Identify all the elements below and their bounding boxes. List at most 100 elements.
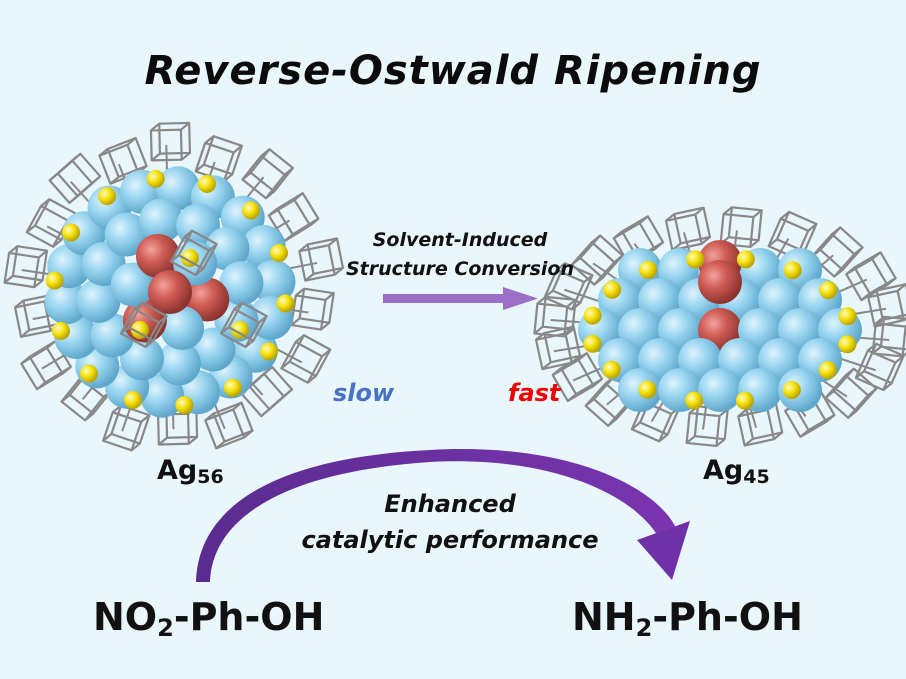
sulfur-atom <box>735 391 754 410</box>
catalysis-label-line1: Enhanced <box>384 490 516 518</box>
adamantane-ligand <box>298 237 345 282</box>
adamantane-ligand <box>241 148 295 200</box>
sulfur-atom <box>276 294 295 313</box>
sulfur-atom <box>231 321 249 339</box>
sulfur-atom <box>259 342 278 361</box>
sulfur-atom <box>818 361 837 380</box>
adamantane-ligand <box>824 367 878 419</box>
silver-atom <box>698 368 742 412</box>
ag45-cluster-structure <box>533 206 906 448</box>
ag56-cluster-structure <box>3 121 345 452</box>
ligand-bond <box>838 357 876 372</box>
sulfur-atom <box>124 391 143 410</box>
core-atom <box>698 260 742 304</box>
adamantane-ligand <box>570 234 624 286</box>
adamantane-ligand <box>290 287 335 331</box>
adamantane-ligand <box>543 262 594 311</box>
product-sub: 2 <box>635 614 653 642</box>
adamantane-ligand <box>280 334 332 384</box>
sulfur-atom <box>197 174 216 193</box>
reactant-main: NO <box>93 595 158 639</box>
ag56-label-sub: 56 <box>197 466 224 488</box>
adamantane-ligand <box>664 206 712 252</box>
silver-atom <box>104 212 149 257</box>
silver-atom <box>191 327 236 372</box>
sulfur-atom <box>583 334 602 353</box>
catalysis-curved-arrow <box>196 449 690 582</box>
conversion-arrow <box>383 287 538 310</box>
sulfur-atom <box>223 378 242 397</box>
sulfur-atom <box>603 280 622 299</box>
reactant-formula: NO2-Ph-OH <box>93 595 324 642</box>
sulfur-atom <box>838 307 857 326</box>
sulfur-atom <box>583 306 602 325</box>
sulfur-atom <box>175 396 194 415</box>
sulfur-atom <box>45 271 64 290</box>
sulfur-atom <box>62 223 81 242</box>
sulfur-atom <box>79 364 98 383</box>
sulfur-atom <box>782 381 801 400</box>
silver-atom <box>160 306 205 351</box>
adamantane-ligand <box>48 152 102 205</box>
catalysis-label-line2: catalytic performance <box>301 526 599 554</box>
adamantane-ligand <box>102 404 151 452</box>
sulfur-atom <box>685 391 704 410</box>
sulfur-atom <box>146 169 165 188</box>
sulfur-atom <box>242 201 261 220</box>
sulfur-atom <box>736 250 755 269</box>
core-atom <box>135 233 180 278</box>
reactant-rest: -Ph-OH <box>173 595 325 639</box>
conversion-label-line1: Solvent-Induced <box>372 229 548 251</box>
sulfur-atom <box>838 335 857 354</box>
ag56-label: Ag56 <box>157 455 224 488</box>
ag45-label-sub: 45 <box>743 466 770 488</box>
silver-atom <box>110 262 155 307</box>
adamantane-ligand <box>149 121 192 162</box>
sulfur-atom <box>181 249 199 267</box>
product-rest: -Ph-OH <box>652 595 803 639</box>
adamantane-ligand <box>194 135 243 183</box>
adamantane-ligand <box>719 206 763 249</box>
silver-atom <box>251 259 296 304</box>
silver-atom <box>219 261 264 306</box>
silver-atom <box>155 166 200 211</box>
sulfur-atom <box>602 360 621 379</box>
conversion-label-line2: Structure Conversion <box>346 258 574 280</box>
ag56-label-main: Ag <box>157 455 198 486</box>
sulfur-atom <box>131 321 149 339</box>
adamantane-ligand <box>551 352 604 403</box>
sulfur-atom <box>51 321 70 340</box>
sulfur-atom <box>638 380 657 399</box>
slow-label: slow <box>333 379 395 407</box>
adamantane-ligand <box>119 301 168 349</box>
sulfur-atom <box>819 281 838 300</box>
adamantane-ligand <box>845 251 897 302</box>
sulfur-atom <box>686 250 705 269</box>
product-main: NH <box>572 595 636 639</box>
adamantane-ligand <box>685 405 729 448</box>
sulfur-atom <box>270 244 289 263</box>
ag45-label-main: Ag <box>703 455 744 486</box>
product-formula: NH2-Ph-OH <box>572 595 803 642</box>
core-atom <box>185 277 230 322</box>
adamantane-ligand <box>3 245 49 289</box>
catalysis-label: Enhanced catalytic performance <box>250 486 650 558</box>
adamantane-ligand <box>219 301 268 349</box>
sulfur-atom <box>639 260 658 279</box>
silver-atom <box>140 373 185 418</box>
adamantane-ligand <box>204 401 254 450</box>
silver-atom <box>76 278 121 323</box>
silver-atom <box>44 280 89 325</box>
adamantane-ligand <box>169 229 218 277</box>
core-atom <box>148 270 192 314</box>
reactant-sub: 2 <box>157 614 174 642</box>
fast-label: fast <box>508 379 561 407</box>
ag45-label: Ag45 <box>703 455 770 488</box>
conversion-label: Solvent-Induced Structure Conversion <box>330 226 590 284</box>
adamantane-ligand <box>867 283 906 328</box>
sulfur-atom <box>783 261 802 280</box>
sulfur-atom <box>98 187 117 206</box>
page-title: Reverse-Ostwald Ripening <box>144 48 762 94</box>
silver-atom <box>139 198 184 243</box>
